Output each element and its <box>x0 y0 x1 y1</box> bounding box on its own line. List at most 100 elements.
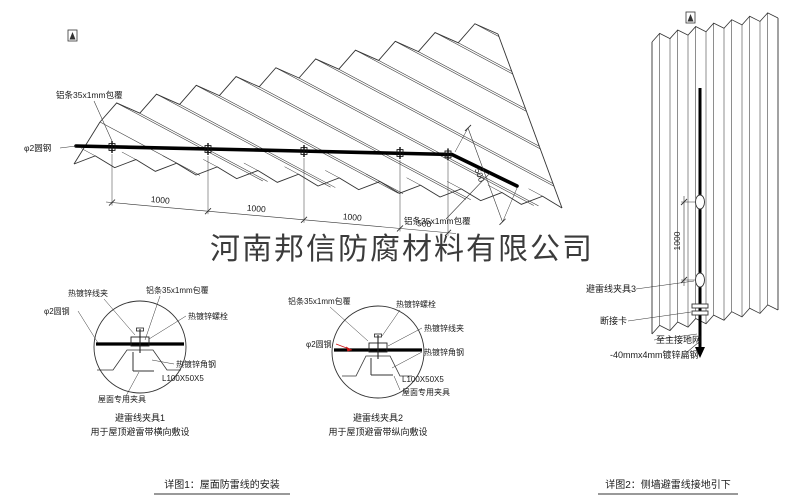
label-label_bolt: 热镀锌螺栓 <box>188 311 228 321</box>
label-label_bolt: 热镀锌螺栓 <box>396 299 436 309</box>
bolt-head <box>374 333 382 338</box>
label-rod-main: φ2圆钢 <box>24 143 51 153</box>
drawing-rect <box>444 150 452 159</box>
drawing-line <box>329 306 369 342</box>
drawing-line <box>445 172 491 220</box>
drawing-line <box>391 351 423 369</box>
drawing-polyline <box>97 349 181 371</box>
drawing-line <box>77 310 99 344</box>
drawing-polygon <box>687 14 694 22</box>
drawing-line <box>105 201 457 234</box>
drawing-rect <box>67 29 78 42</box>
watermark-text: 河南邦信防腐材料有限公司 <box>210 233 594 266</box>
label-label_strip: 铝条35x1mm包覆 <box>288 296 351 306</box>
drawing-line <box>680 198 688 206</box>
label-label_wire_clamp: 热镀锌线夹 <box>68 288 108 298</box>
drawing-line <box>243 162 259 171</box>
drawing-line <box>680 276 688 284</box>
drawing-line <box>434 32 513 75</box>
drawing-polygon <box>69 32 76 40</box>
label-label_roof_fixture: 屋面专用夹具 <box>402 387 450 397</box>
drawing-line <box>502 187 518 222</box>
wire-clamp <box>300 145 308 157</box>
drawing-line <box>151 359 175 365</box>
bolt-head <box>136 327 144 332</box>
label-rod-red: φ2圆钢 <box>306 339 332 349</box>
drawing-line <box>148 315 187 340</box>
drawing-line <box>365 173 381 182</box>
drawing-line <box>121 151 137 160</box>
label-dim_2: 1000 <box>246 203 266 215</box>
label-label_to_ground: 至主接地网 <box>656 334 701 345</box>
drawing-line <box>275 67 534 206</box>
label-label_wire_clamp: 热镀锌线夹 <box>424 323 464 333</box>
label-label_disconnect: 断接卡 <box>600 315 627 326</box>
drawing-line <box>378 60 540 147</box>
marker-icon <box>685 11 696 24</box>
drawing-line <box>196 85 399 194</box>
label-label_angle: 热镀锌角钢 <box>424 347 464 357</box>
drawing-line <box>259 86 471 201</box>
label-label_flat_steel: -40mmx4mm镀锌扁钢 <box>610 349 699 360</box>
drawing-line <box>93 100 113 142</box>
drawing-line <box>73 121 101 165</box>
drawing-line <box>653 333 698 341</box>
drawing-rect <box>204 145 212 153</box>
drawing-line <box>418 51 526 110</box>
label-dim_3: 1000 <box>342 211 362 223</box>
detail2-title: 避雷线夹具2 <box>353 412 403 423</box>
wire-clamp <box>108 141 116 153</box>
drawing-line <box>458 42 512 72</box>
label-label_angle_size: L100X50X5 <box>402 375 444 384</box>
lightning-wire <box>74 144 519 188</box>
roof-installation-view: 100010001000500500铝条35x1mm包覆φ2圆钢铝条35x1mm… <box>24 23 563 237</box>
marker-icon <box>67 29 78 42</box>
ground-arrow <box>695 347 705 358</box>
drawing-polyline <box>73 155 563 209</box>
drawing-line <box>315 58 555 187</box>
drawing-line <box>447 181 462 190</box>
drawing-line <box>156 93 331 188</box>
drawing-line <box>499 218 506 226</box>
drawing-line <box>381 309 401 337</box>
drawing-polyline <box>651 12 779 43</box>
label-strip-top: 铝条35x1mm包覆 <box>56 90 123 100</box>
label-dim_1: 1000 <box>150 194 170 206</box>
drawing-rect <box>396 149 404 157</box>
figure-captions: 详图1：屋面防雷线的安装详图2：侧墙避雷线接地引下 <box>154 478 738 495</box>
detail-circle <box>331 305 425 399</box>
label-label_strip: 铝条35x1mm包覆 <box>146 285 209 295</box>
drawing-line <box>203 159 218 168</box>
label-label_roof_fixture: 屋面专用夹具 <box>98 394 146 404</box>
drawing-line <box>298 77 539 207</box>
detail-circle <box>93 300 187 394</box>
drawing-polyline <box>651 304 779 335</box>
wire-clamp <box>444 148 452 161</box>
drawing-line <box>395 41 527 112</box>
drawing-line <box>325 170 340 179</box>
drawing-line <box>393 375 401 391</box>
drawing-line <box>144 295 161 341</box>
caption-detail-2: 详图2：侧墙避雷线接地引下 <box>605 478 731 491</box>
red-arrowhead <box>346 346 352 352</box>
clamp-detail-1: 热镀锌线夹铝条35x1mm包覆热镀锌螺栓φ2圆钢热镀锌角钢L100X50X5屋面… <box>44 285 228 437</box>
drawing-line <box>528 188 543 197</box>
drawing-line <box>59 145 77 149</box>
wall-clamp <box>695 194 705 210</box>
drawing-line <box>179 104 336 188</box>
drawing-line <box>81 148 96 157</box>
disconnect-card-symbol <box>691 303 709 309</box>
drawing-rect <box>108 143 116 151</box>
company-watermark: 河南邦信防腐材料有限公司 <box>210 233 594 266</box>
drawing-rect <box>300 147 308 155</box>
drawing-line <box>116 102 263 182</box>
drawing-line <box>635 280 695 290</box>
drawing-line <box>467 127 503 222</box>
drawing-line <box>474 23 500 37</box>
label-dim_v: 1000 <box>672 231 682 250</box>
drawing-line <box>284 166 299 175</box>
wire-clamp <box>396 147 404 159</box>
